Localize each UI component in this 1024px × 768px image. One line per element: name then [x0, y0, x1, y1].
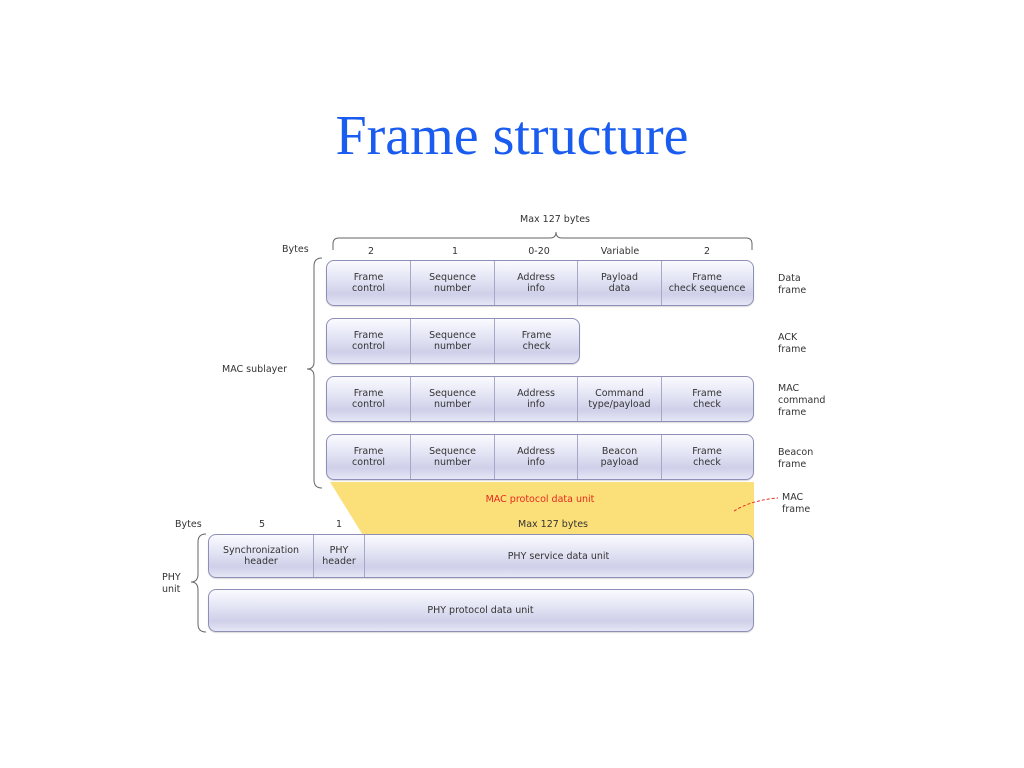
field-phy-service-data-unit: PHY service data unit	[507, 550, 610, 562]
mac-byte-header: 2	[367, 246, 375, 257]
mac-pdu-area	[330, 482, 754, 540]
mac-bytes-label: Bytes	[282, 244, 309, 255]
mac-pdu-label: MAC protocol data unit	[485, 494, 595, 505]
phy-unit-brace	[190, 533, 207, 633]
field-phy-protocol-data-unit: PHY protocol data unit	[427, 605, 534, 616]
mac-byte-header: 1	[451, 246, 459, 257]
max-bytes-brace	[332, 231, 753, 250]
mac-max-bytes-label: Max 127 bytes	[520, 214, 590, 225]
phy-byte-header: 5	[258, 519, 266, 530]
phy-bytes-label: Bytes	[175, 519, 202, 530]
mac-sublayer-label: MAC sublayer	[222, 364, 288, 375]
phy-protocol-bar: PHY protocol data unit	[208, 589, 754, 632]
page-title: Frame structure	[335, 105, 689, 167]
mac-byte-header: Variable	[600, 246, 640, 257]
mac-byte-header: 0-20	[528, 246, 550, 257]
phy-byte-header: 1	[335, 519, 343, 530]
mac-byte-header: 2	[703, 246, 711, 257]
mac-frame-connector	[733, 497, 779, 512]
phy-max-bytes-label: Max 127 bytes	[518, 519, 588, 530]
mac-sublayer-brace	[306, 257, 323, 489]
